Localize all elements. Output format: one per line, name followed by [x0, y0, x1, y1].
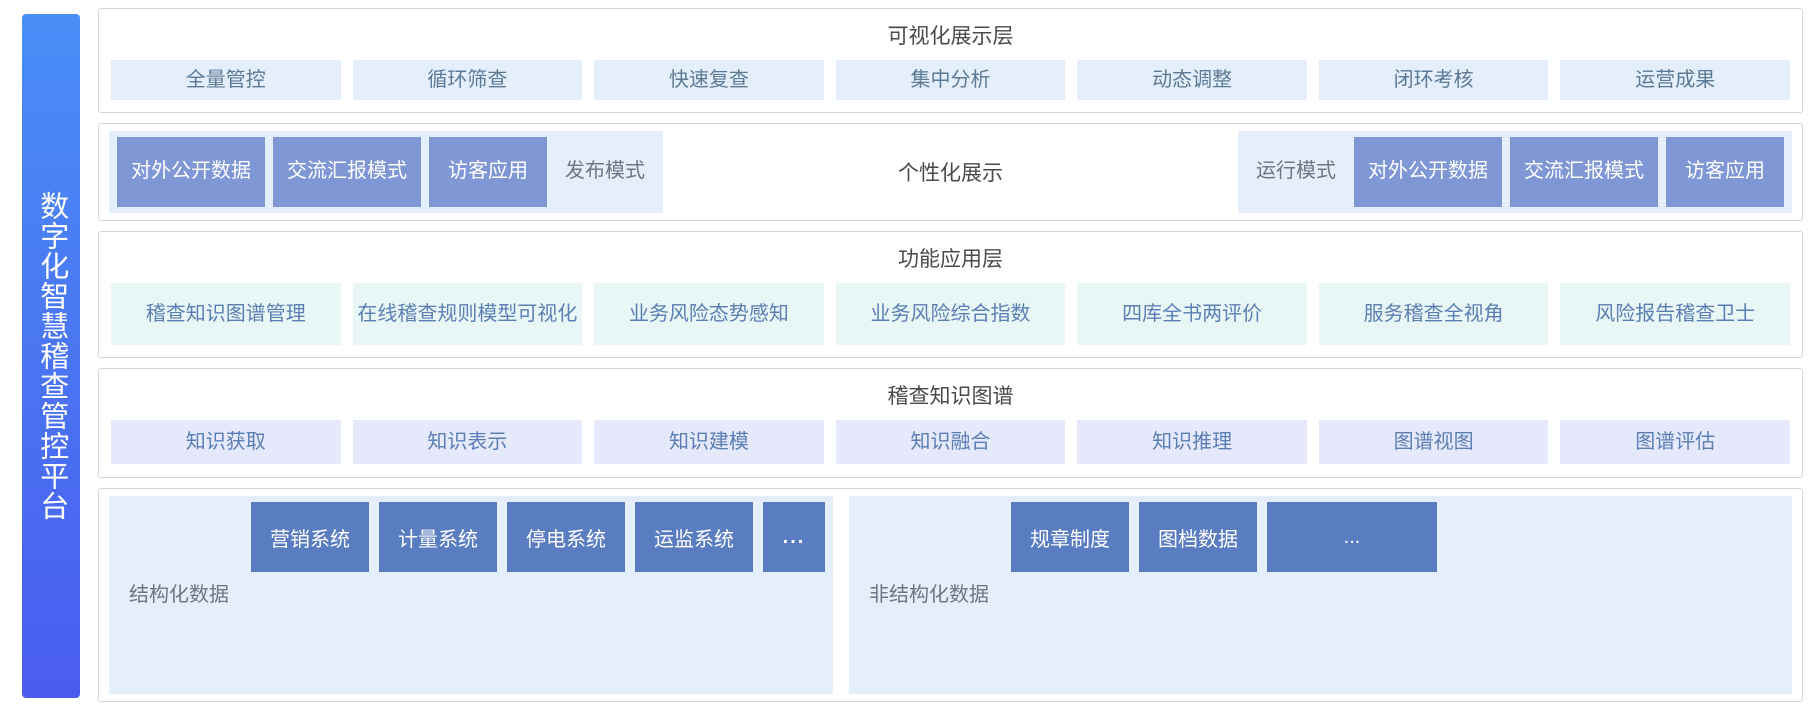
layer-visualization: 可视化展示层 全量管控 循环筛查 快速复查 集中分析 动态调整 闭环考核 运营成…: [98, 8, 1803, 113]
layer-visualization-title: 可视化展示层: [887, 25, 1014, 48]
mode-chip[interactable]: 交流汇报模式: [273, 137, 421, 207]
chip-item[interactable]: 业务风险综合指数: [835, 283, 1066, 345]
structured-data-label: 结构化数据: [129, 584, 229, 606]
display-mode-left-group: 对外公开数据 交流汇报模式 访客应用 发布模式: [109, 131, 663, 213]
layer-knowledge-graph: 稽查知识图谱 知识获取 知识表示 知识建模 知识融合 知识推理 图谱视图 图谱评…: [98, 368, 1803, 478]
chip-item[interactable]: 动态调整: [1077, 60, 1307, 100]
data-source-chip[interactable]: 图档数据: [1139, 502, 1257, 572]
display-mode-right-group: 运行模式 对外公开数据 交流汇报模式 访客应用: [1238, 131, 1792, 213]
runtime-mode-label: 运行模式: [1256, 160, 1336, 183]
chip-item[interactable]: 知识融合: [835, 420, 1066, 464]
layer-function: 功能应用层 稽查知识图谱管理 在线稽查规则模型可视化 业务风险态势感知 业务风险…: [98, 231, 1803, 358]
layer-function-title: 功能应用层: [898, 248, 1003, 271]
data-source-chip[interactable]: 停电系统: [507, 502, 625, 572]
chip-item[interactable]: 服务稽查全视角: [1318, 283, 1549, 345]
chip-item[interactable]: 集中分析: [835, 60, 1066, 100]
chip-item[interactable]: 闭环考核: [1318, 60, 1549, 100]
chip-item[interactable]: 稽查知识图谱管理: [111, 283, 341, 345]
chip-item[interactable]: 业务风险态势感知: [594, 283, 824, 345]
unstructured-data-label: 非结构化数据: [869, 584, 989, 606]
layer-visualization-chips: 全量管控 循环筛查 快速复查 集中分析 动态调整 闭环考核 运营成果: [99, 60, 1802, 112]
mode-chip[interactable]: 交流汇报模式: [1510, 137, 1658, 207]
layer-function-chips: 稽查知识图谱管理 在线稽查规则模型可视化 业务风险态势感知 业务风险综合指数 四…: [99, 283, 1802, 357]
unstructured-data-group: 非结构化数据 规章制度 图档数据 ...: [849, 496, 1792, 694]
mode-chip[interactable]: 对外公开数据: [117, 137, 265, 207]
data-source-chip[interactable]: 规章制度: [1011, 502, 1129, 572]
mode-chip[interactable]: 对外公开数据: [1354, 137, 1502, 207]
personalized-display-label: 个性化展示: [663, 131, 1238, 213]
chip-item[interactable]: 运营成果: [1560, 60, 1791, 100]
mode-chip[interactable]: 访客应用: [429, 137, 547, 207]
data-source-more-chip[interactable]: ...: [1267, 502, 1437, 572]
chip-item[interactable]: 知识表示: [352, 420, 583, 464]
platform-banner: 数字化智慧稽查管控平台: [22, 14, 80, 698]
chip-item[interactable]: 图谱评估: [1560, 420, 1791, 464]
chip-item[interactable]: 知识获取: [111, 420, 341, 464]
layer-data-sources: 结构化数据 营销系统 计量系统 停电系统 运监系统 ... 非结构化数据 规章制…: [98, 488, 1803, 702]
structured-data-group: 结构化数据 营销系统 计量系统 停电系统 运监系统 ...: [109, 496, 833, 694]
layer-knowledge-graph-title: 稽查知识图谱: [887, 385, 1014, 408]
chip-item[interactable]: 知识推理: [1077, 420, 1307, 464]
chip-item[interactable]: 四库全书两评价: [1077, 283, 1307, 345]
data-source-chip[interactable]: 计量系统: [379, 502, 497, 572]
data-source-more-chip[interactable]: ...: [763, 502, 825, 572]
layer-display-mode: 对外公开数据 交流汇报模式 访客应用 发布模式 个性化展示 运行模式 对外公开数…: [98, 123, 1803, 221]
mode-chip[interactable]: 访客应用: [1666, 137, 1784, 207]
platform-title: 数字化智慧稽查管控平台: [35, 191, 68, 521]
data-source-chip[interactable]: 运监系统: [635, 502, 753, 572]
layer-knowledge-graph-chips: 知识获取 知识表示 知识建模 知识融合 知识推理 图谱视图 图谱评估: [99, 420, 1802, 476]
chip-item[interactable]: 循环筛查: [352, 60, 583, 100]
chip-item[interactable]: 全量管控: [111, 60, 341, 100]
chip-item[interactable]: 在线稽查规则模型可视化: [352, 283, 583, 345]
data-source-chip[interactable]: 营销系统: [251, 502, 369, 572]
chip-item[interactable]: 图谱视图: [1318, 420, 1549, 464]
chip-item[interactable]: 知识建模: [594, 420, 824, 464]
chip-item[interactable]: 快速复查: [594, 60, 824, 100]
publish-mode-label: 发布模式: [565, 160, 645, 183]
layer-stack: 可视化展示层 全量管控 循环筛查 快速复查 集中分析 动态调整 闭环考核 运营成…: [98, 8, 1803, 702]
chip-item[interactable]: 风险报告稽查卫士: [1560, 283, 1791, 345]
